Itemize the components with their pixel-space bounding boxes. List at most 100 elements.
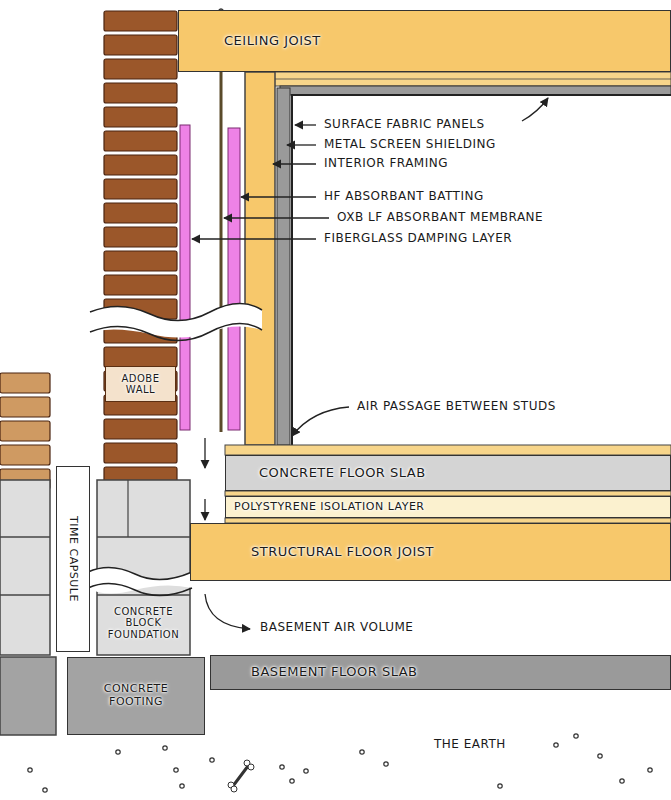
basement-floor-slab: BASEMENT FLOOR SLAB: [210, 655, 671, 690]
airflow-arrow: [204, 438, 205, 468]
break-line: [88, 583, 192, 595]
adobe-brick: [104, 419, 177, 439]
break-gap: [90, 303, 262, 337]
ceiling-strip: [272, 72, 671, 86]
break-gap: [88, 567, 192, 593]
soil-pebble: [163, 746, 167, 750]
polystyrene-layer: POLYSTYRENE ISOLATION LAYER: [225, 496, 671, 518]
node-label: TIME CAPSULE: [67, 516, 80, 602]
soil-pebble: [180, 784, 184, 788]
floor-strip: [225, 445, 671, 455]
node-label: ADOBE WALL: [109, 373, 172, 396]
adobe-brick: [0, 421, 50, 441]
adobe-brick: [104, 11, 177, 31]
concrete-footing: CONCRETE FOOTING: [67, 657, 205, 735]
earth-marks: [28, 734, 652, 792]
fabric-panel-ceiling: [291, 94, 671, 96]
soil-pebble: [174, 768, 178, 772]
leader-line: [522, 98, 548, 121]
leader-line: [292, 407, 349, 436]
soil-pebble: [598, 754, 602, 758]
leader-line: [295, 124, 316, 125]
break-line: [90, 323, 262, 340]
soil-pebble: [304, 769, 308, 773]
callout-label: INTERIOR FRAMING: [322, 157, 450, 171]
soil-pebble: [620, 779, 624, 783]
soil-pebble: [28, 768, 32, 772]
ceiling-joist: CEILING JOIST: [178, 10, 671, 72]
lf-membrane: [220, 66, 223, 432]
fabric-panel-wall: [291, 95, 293, 445]
metal-screen-wall: [277, 88, 290, 445]
node-label: BASEMENT FLOOR SLAB: [251, 665, 418, 680]
bone-end: [231, 786, 237, 792]
adobe-brick: [104, 35, 177, 55]
soil-pebble: [210, 758, 214, 762]
node-label: CEILING JOIST: [224, 34, 321, 49]
adobe-brick: [104, 83, 177, 103]
adobe-brick: [104, 59, 177, 79]
leader-line: [241, 196, 316, 197]
brick-wall: [0, 11, 177, 489]
soil-pebble: [290, 779, 294, 783]
mortar-line: [0, 594, 50, 596]
structural-floor-joist: STRUCTURAL FLOOR JOIST: [190, 523, 671, 581]
adobe-brick: [0, 373, 50, 393]
leader-line: [273, 163, 316, 164]
ceiling-strip-line: [272, 79, 671, 80]
break-line: [88, 567, 192, 579]
callout-label: AIR PASSAGE BETWEEN STUDS: [355, 400, 558, 414]
airflow-arrow: [204, 499, 205, 520]
node-label: POLYSTYRENE ISOLATION LAYER: [234, 501, 425, 514]
adobe-brick: [104, 227, 177, 247]
leader-line: [192, 238, 316, 239]
soil-pebble: [280, 765, 284, 769]
node-label: CONCRETE FOOTING: [88, 683, 184, 708]
block-foundation-label: CONCRETE BLOCK FOUNDATION: [99, 597, 188, 649]
adobe-brick: [104, 179, 177, 199]
concrete-floor-slab: CONCRETE FLOOR SLAB: [225, 455, 671, 491]
callout-label: FIBERGLASS DAMPING LAYER: [322, 232, 514, 246]
bone-end: [248, 764, 254, 770]
mortar-line: [0, 536, 50, 538]
leader-line: [224, 217, 329, 218]
callout-label: OXB LF ABSORBANT MEMBRANE: [335, 211, 545, 225]
soil-pebble: [360, 750, 364, 754]
left-footing: [0, 657, 56, 735]
hf-batting: [228, 128, 240, 430]
time-capsule: TIME CAPSULE: [56, 466, 90, 652]
adobe-brick: [0, 445, 50, 465]
soil-pebble: [554, 743, 558, 747]
bone: [233, 766, 248, 786]
callout-label: BASEMENT AIR VOLUME: [258, 621, 415, 635]
adobe-wall-label-brick: ADOBE WALL: [105, 366, 176, 402]
soil-pebble: [574, 734, 578, 738]
leader-line: [287, 144, 316, 145]
callout-label: THE EARTH: [432, 738, 508, 752]
node-label: STRUCTURAL FLOOR JOIST: [251, 545, 434, 560]
adobe-brick: [104, 203, 177, 223]
adobe-brick: [104, 443, 177, 463]
soil-pebble: [384, 762, 388, 766]
airflow-arrow: [205, 594, 250, 629]
mortar-line: [97, 536, 190, 538]
soil-pebble: [43, 788, 47, 792]
node-label: CONCRETE BLOCK FOUNDATION: [101, 606, 186, 641]
soil-pebble: [498, 784, 502, 788]
soil-pebble: [116, 750, 120, 754]
metal-screen-ceiling: [280, 86, 671, 95]
adobe-brick: [104, 251, 177, 271]
mortar-line: [127, 480, 128, 537]
interior-stud: [245, 72, 275, 445]
fiberglass-damping-layer: [180, 125, 190, 430]
adobe-brick: [104, 275, 177, 295]
adobe-brick: [104, 131, 177, 151]
node-label: CONCRETE FLOOR SLAB: [259, 466, 426, 481]
callout-label: METAL SCREEN SHIELDING: [322, 138, 498, 152]
callout-label: HF ABSORBANT BATTING: [322, 190, 486, 204]
callout-label: SURFACE FABRIC PANELS: [322, 118, 487, 132]
left-foundation-block: [0, 480, 50, 655]
adobe-brick: [104, 155, 177, 175]
soil-pebble: [648, 768, 652, 772]
